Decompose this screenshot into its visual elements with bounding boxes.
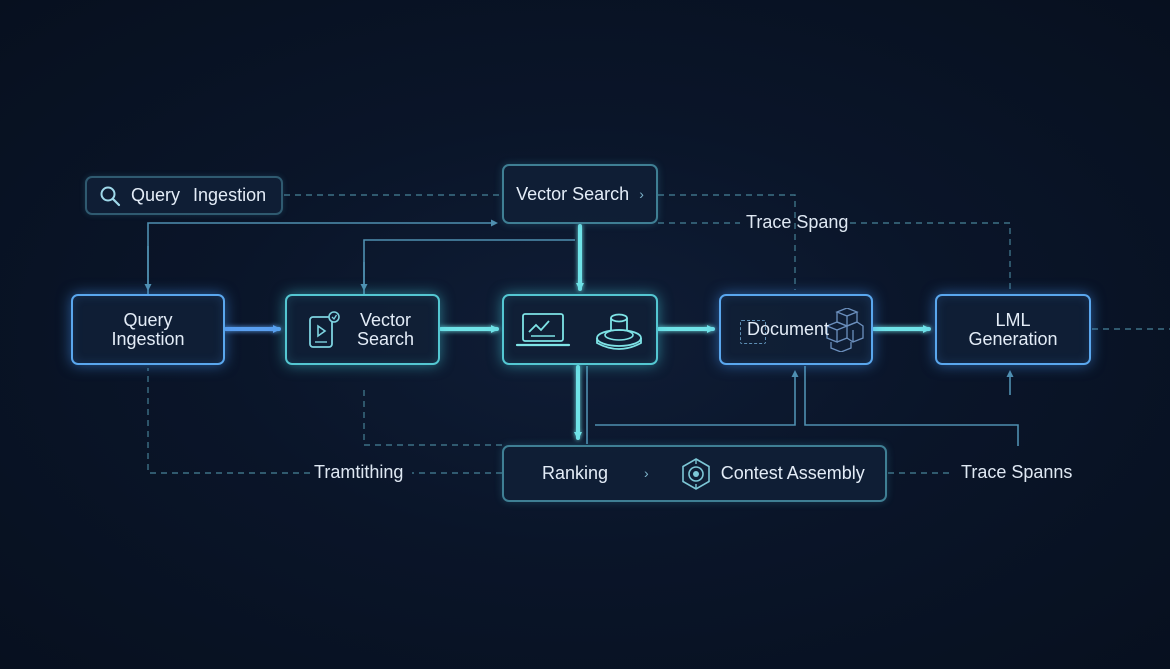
query-pill-word2: Ingestion bbox=[193, 185, 267, 205]
solid-guides bbox=[144, 219, 1019, 446]
trace-spanns-label: Trace Spanns bbox=[961, 462, 1073, 482]
query-pill-word1: Query bbox=[131, 185, 181, 205]
context-assembly-label: Contest Assembly bbox=[720, 463, 865, 483]
vector-search-top-label: Vector Search bbox=[516, 183, 630, 204]
dash-vector-to-document bbox=[658, 194, 796, 290]
ranking-chevron: › bbox=[644, 465, 649, 481]
llm-generation-line2: Generation bbox=[968, 328, 1058, 349]
ranking-assembly-node[interactable]: Ranking › Contest Assembly bbox=[502, 445, 887, 502]
vector-search-line2: Search bbox=[357, 328, 415, 349]
ranking-label: Ranking bbox=[542, 463, 609, 483]
dash-trace-to-generation bbox=[658, 222, 1011, 290]
laptop-chart-icon bbox=[515, 312, 570, 346]
processing-node[interactable] bbox=[502, 294, 658, 365]
search-icon bbox=[100, 186, 121, 206]
main-arrows bbox=[224, 224, 931, 440]
vector-search-top-node[interactable]: Vector Search › bbox=[502, 164, 658, 224]
guide-document-up bbox=[595, 370, 799, 426]
guide-query-up bbox=[147, 219, 498, 295]
document-node[interactable]: Document bbox=[719, 294, 873, 365]
query-ingestion-line2: Ingestion bbox=[111, 328, 185, 349]
dashed-connectors bbox=[147, 194, 1170, 474]
gear-chip-icon bbox=[681, 457, 710, 490]
dash-ranking-to-vector bbox=[363, 386, 502, 446]
document-frame-icon bbox=[740, 320, 766, 344]
query-ingestion-pill[interactable]: Query Ingestion bbox=[85, 176, 283, 215]
tramtithing-label: Tramtithing bbox=[314, 462, 404, 482]
query-ingestion-line1: Query bbox=[123, 309, 173, 330]
vector-search-top-chevron: › bbox=[639, 185, 644, 202]
trace-spang-label: Trace Spang bbox=[746, 212, 849, 232]
guide-vector-up bbox=[363, 239, 575, 295]
cube-stack-icon bbox=[825, 307, 864, 352]
dash-ranking-to-query bbox=[147, 368, 502, 474]
llm-generation-line1: LML bbox=[995, 309, 1031, 330]
database-icon bbox=[595, 313, 642, 350]
document-label: Document bbox=[747, 319, 830, 339]
document-play-icon bbox=[309, 310, 340, 348]
vector-search-node[interactable]: Vector Search bbox=[285, 294, 440, 365]
query-ingestion-node[interactable]: Query Ingestion bbox=[71, 294, 225, 365]
vector-search-line1: Vector bbox=[360, 309, 412, 330]
guide-generation-up bbox=[804, 366, 1019, 446]
llm-generation-node[interactable]: LML Generation bbox=[935, 294, 1091, 365]
